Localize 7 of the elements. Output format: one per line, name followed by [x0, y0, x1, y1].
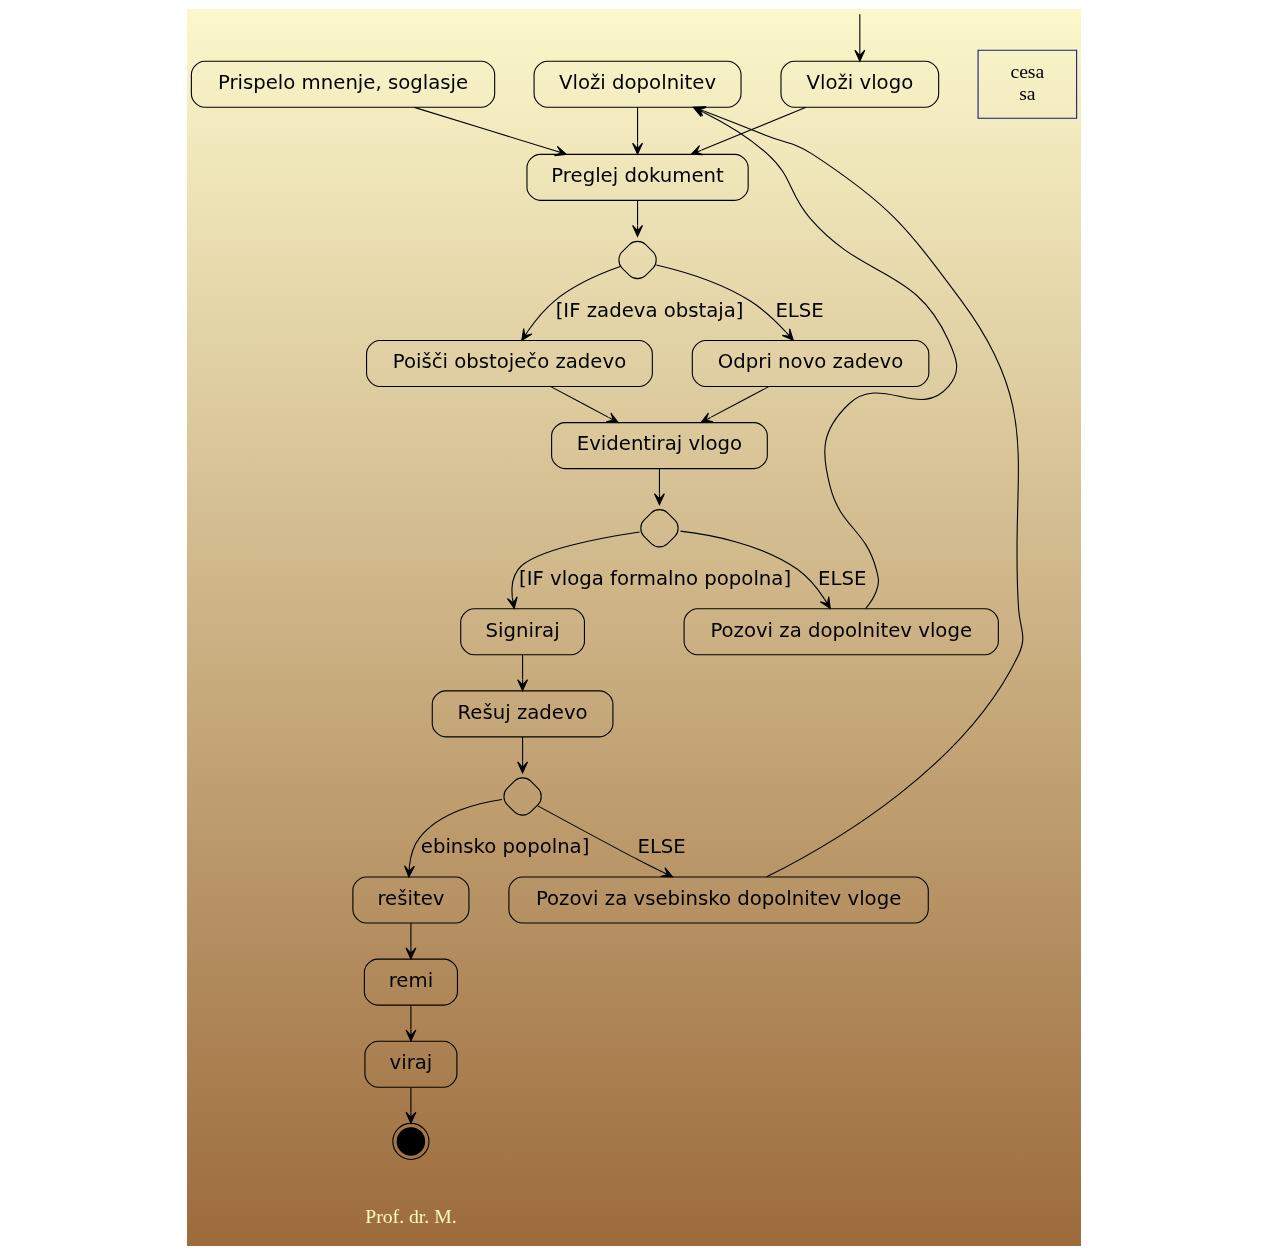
edge-label: [IF vloga formalno popolna]: [518, 566, 791, 590]
edge-label: [IF zadeva obstaja]: [555, 298, 744, 322]
label: Prof. dr. M.: [364, 1204, 457, 1227]
edge-label: ELSE: [636, 834, 686, 858]
edge-label: ebinsko popolna]: [420, 834, 589, 858]
edge-label: ELSE: [774, 298, 824, 322]
edge-label: ELSE: [817, 566, 866, 590]
